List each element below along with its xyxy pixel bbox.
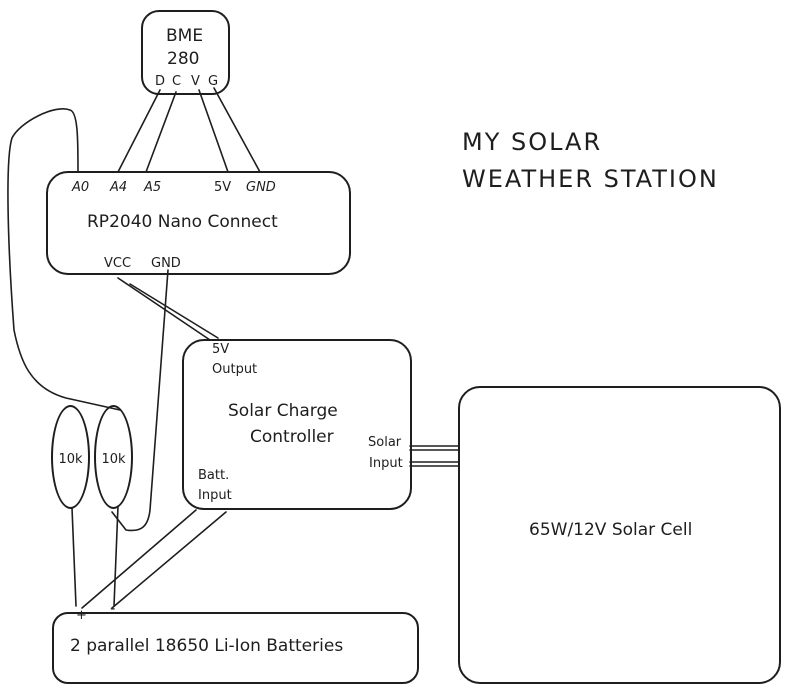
- rp2040-pin-gnd-bottom: GND: [151, 256, 181, 271]
- controller-5v-output-line1: 5V: [212, 342, 230, 357]
- wire-a0-resistor: [7, 108, 121, 411]
- controller-batt-input-line2: Input: [198, 488, 232, 503]
- wire-bme-c-a5: [145, 91, 177, 173]
- bme280-pin-v: V: [191, 74, 200, 89]
- resistor-1-label: 10k: [58, 452, 83, 467]
- rp2040-pin-gnd-top: GND: [246, 180, 276, 195]
- bme280-label-line1: BME: [166, 26, 204, 46]
- solar-charge-controller: [182, 339, 412, 510]
- controller-solar-input-line1: Solar: [368, 435, 402, 450]
- battery-label: 2 parallel 18650 Li-Ion Batteries: [70, 636, 344, 656]
- rp2040-label: RP2040 Nano Connect: [87, 212, 278, 232]
- controller-solar-input-line2: Input: [369, 456, 403, 471]
- bme280-pin-g: G: [208, 74, 219, 89]
- controller-batt-input-line1: Batt.: [198, 468, 230, 483]
- resistor-2-label: 10k: [101, 452, 126, 467]
- wire-batt-plus: [81, 509, 197, 609]
- rp2040-board: [46, 171, 351, 275]
- solar-cell-label: 65W/12V Solar Cell: [529, 520, 693, 540]
- bme280-label-line2: 280: [167, 49, 200, 69]
- resistor-1: 10k: [51, 405, 90, 509]
- controller-5v-output-line2: Output: [212, 362, 258, 377]
- rp2040-pin-5v: 5V: [214, 180, 232, 195]
- bme280-sensor: [141, 10, 230, 95]
- bme280-pin-c: C: [172, 74, 182, 89]
- diagram-title-line2: WEATHER STATION: [462, 165, 719, 193]
- wire-bme-g-gnd: [213, 87, 261, 173]
- controller-label-line1: Solar Charge: [228, 401, 338, 421]
- rp2040-pin-a0: A0: [72, 180, 90, 195]
- battery-minus-terminal: -: [110, 599, 116, 617]
- resistor-2: 10k: [94, 405, 133, 509]
- battery-plus-terminal: +: [76, 608, 87, 623]
- controller-label-line2: Controller: [250, 427, 334, 447]
- wire-batt-minus: [111, 511, 227, 609]
- wire-vcc-5v-output: [117, 277, 211, 341]
- bme280-pin-d: D: [155, 74, 166, 89]
- wire-gnd-5v-output: [129, 283, 219, 339]
- rp2040-pin-vcc: VCC: [104, 256, 132, 271]
- battery-pack: [52, 612, 419, 684]
- rp2040-pin-a5: A5: [144, 180, 162, 195]
- wire-gnd-divider: [111, 269, 169, 532]
- rp2040-pin-a4: A4: [110, 180, 128, 195]
- wire-bme-d-a4: [117, 89, 161, 173]
- wire-res1-plus: [71, 507, 77, 607]
- wire-bme-v-5v: [198, 89, 229, 173]
- solar-cell-panel: [458, 386, 781, 684]
- wire-res2-minus: [113, 505, 119, 607]
- diagram-title-line1: MY SOLAR: [462, 128, 603, 156]
